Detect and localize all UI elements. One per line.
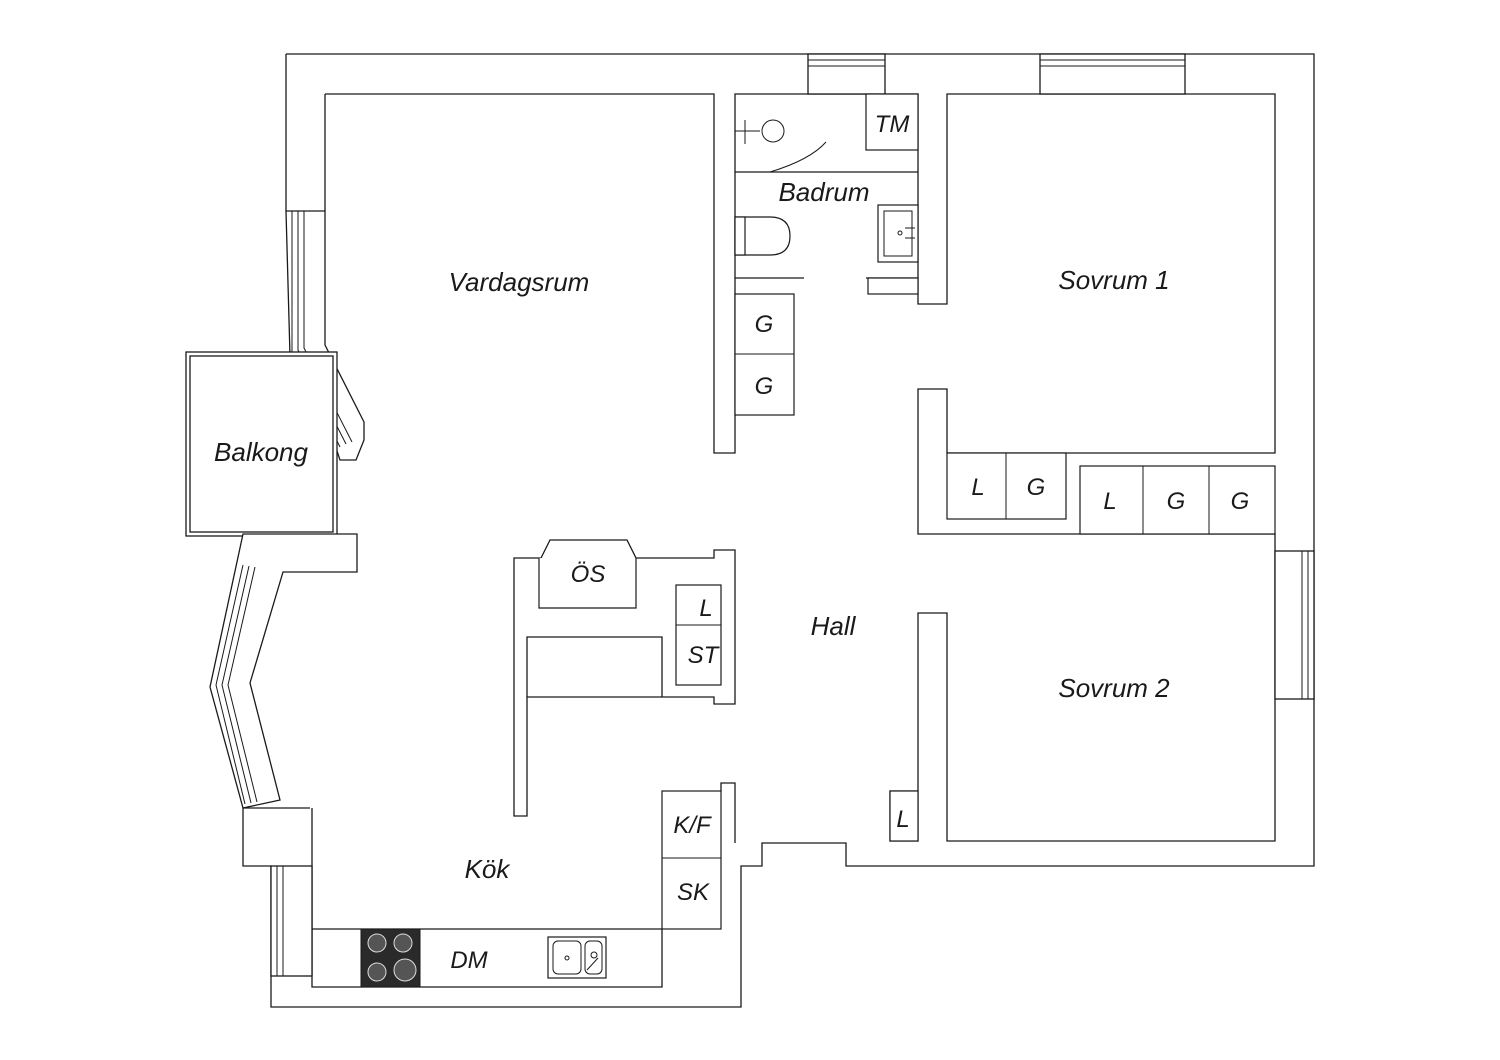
label-sovrum-1: Sovrum 1 <box>1058 265 1169 295</box>
label-l-hall-1: L <box>971 474 984 501</box>
wardrobe-bath <box>734 293 795 416</box>
wardrobe-bedroom2 <box>1079 465 1276 535</box>
label-badrum: Badrum <box>778 177 869 207</box>
top-windows <box>807 53 1186 95</box>
label-l-hall-2: L <box>699 595 712 622</box>
bathroom-fixtures <box>734 93 919 295</box>
fixture-labels: TM G G L G L G G ÖS L ST K/F SK L DM <box>450 111 1249 974</box>
right-window <box>1274 550 1315 700</box>
label-g-bath-1: G <box>755 311 774 338</box>
label-balkong: Balkong <box>214 437 308 467</box>
left-lower-window <box>270 865 313 977</box>
label-st: ST <box>688 642 721 669</box>
label-l-bed-1: L <box>1103 488 1116 515</box>
central-block <box>513 539 736 817</box>
label-os: ÖS <box>571 561 606 588</box>
room-labels: Vardagsrum Badrum Sovrum 1 Sovrum 2 Balk… <box>214 177 1170 884</box>
bay-window-lower <box>209 533 358 809</box>
label-l-bed2: L <box>896 806 909 833</box>
closet-bedroom2 <box>889 790 919 842</box>
label-g-bed-1: G <box>1167 488 1186 515</box>
label-hall: Hall <box>811 611 857 641</box>
label-dm: DM <box>450 947 487 974</box>
label-vardagsrum: Vardagsrum <box>449 267 590 297</box>
label-kf: K/F <box>673 812 712 839</box>
label-sovrum-2: Sovrum 2 <box>1058 673 1170 703</box>
wardrobe-hall <box>946 452 1067 520</box>
kitchen-units <box>360 782 736 988</box>
label-kok: Kök <box>465 854 512 884</box>
label-g-hall-1: G <box>1027 474 1046 501</box>
balkong <box>185 351 338 537</box>
label-tm: TM <box>875 111 910 138</box>
label-sk: SK <box>677 879 710 906</box>
label-g-bath-2: G <box>755 373 774 400</box>
label-g-bed-2: G <box>1231 488 1250 515</box>
